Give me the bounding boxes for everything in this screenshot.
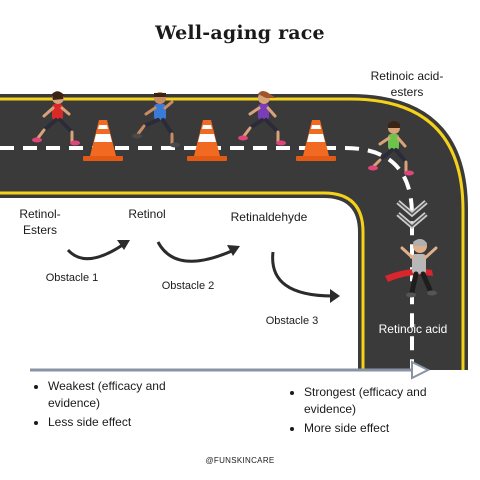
runner-icon xyxy=(238,91,286,146)
stage-label-retinoic-acid: Retinoic acid xyxy=(378,322,448,336)
road xyxy=(0,94,468,370)
runner-icon xyxy=(132,92,180,148)
stage-label-retinaldehyde: Retinaldehyde xyxy=(230,210,308,224)
runner-icon xyxy=(32,91,80,146)
right-notes: Strongest (efficacy and evidence) More s… xyxy=(288,384,458,439)
road-edge-inner xyxy=(0,191,365,370)
obstacle-label-3: Obstacle 3 xyxy=(265,315,319,327)
list-item: Less side effect xyxy=(48,414,192,431)
page-title: Well-aging race xyxy=(155,22,325,44)
stage-label-retinoic-acid-esters: Retinoic acid- esters xyxy=(370,69,444,99)
stage-label-retinol: Retinol xyxy=(128,207,166,221)
list-item: Strongest (efficacy and evidence) xyxy=(304,384,458,418)
traffic-cone-icon xyxy=(83,120,123,161)
progress-arrow xyxy=(30,360,431,380)
runner-icon xyxy=(368,121,414,176)
footer-credit: @FUNSKINCARE xyxy=(205,456,275,465)
chevron-down-icon xyxy=(396,200,428,230)
obstacle-label-2: Obstacle 2 xyxy=(161,280,215,292)
curved-arrow-icon xyxy=(271,251,340,303)
list-item: More side effect xyxy=(304,420,458,437)
list-item: Weakest (efficacy and evidence) xyxy=(48,378,192,412)
left-notes: Weakest (efficacy and evidence) Less sid… xyxy=(32,378,192,433)
runner-icon xyxy=(400,239,438,298)
stage-label-retinol-esters: Retinol- Esters xyxy=(19,207,61,237)
curved-arrow-icon xyxy=(156,241,240,263)
obstacle-label-1: Obstacle 1 xyxy=(45,272,99,284)
road-center-line xyxy=(0,146,414,370)
road-edge-outer xyxy=(0,97,465,370)
curved-arrow-icon xyxy=(66,240,130,261)
traffic-cone-icon xyxy=(296,120,336,161)
traffic-cone-icon xyxy=(187,120,227,161)
